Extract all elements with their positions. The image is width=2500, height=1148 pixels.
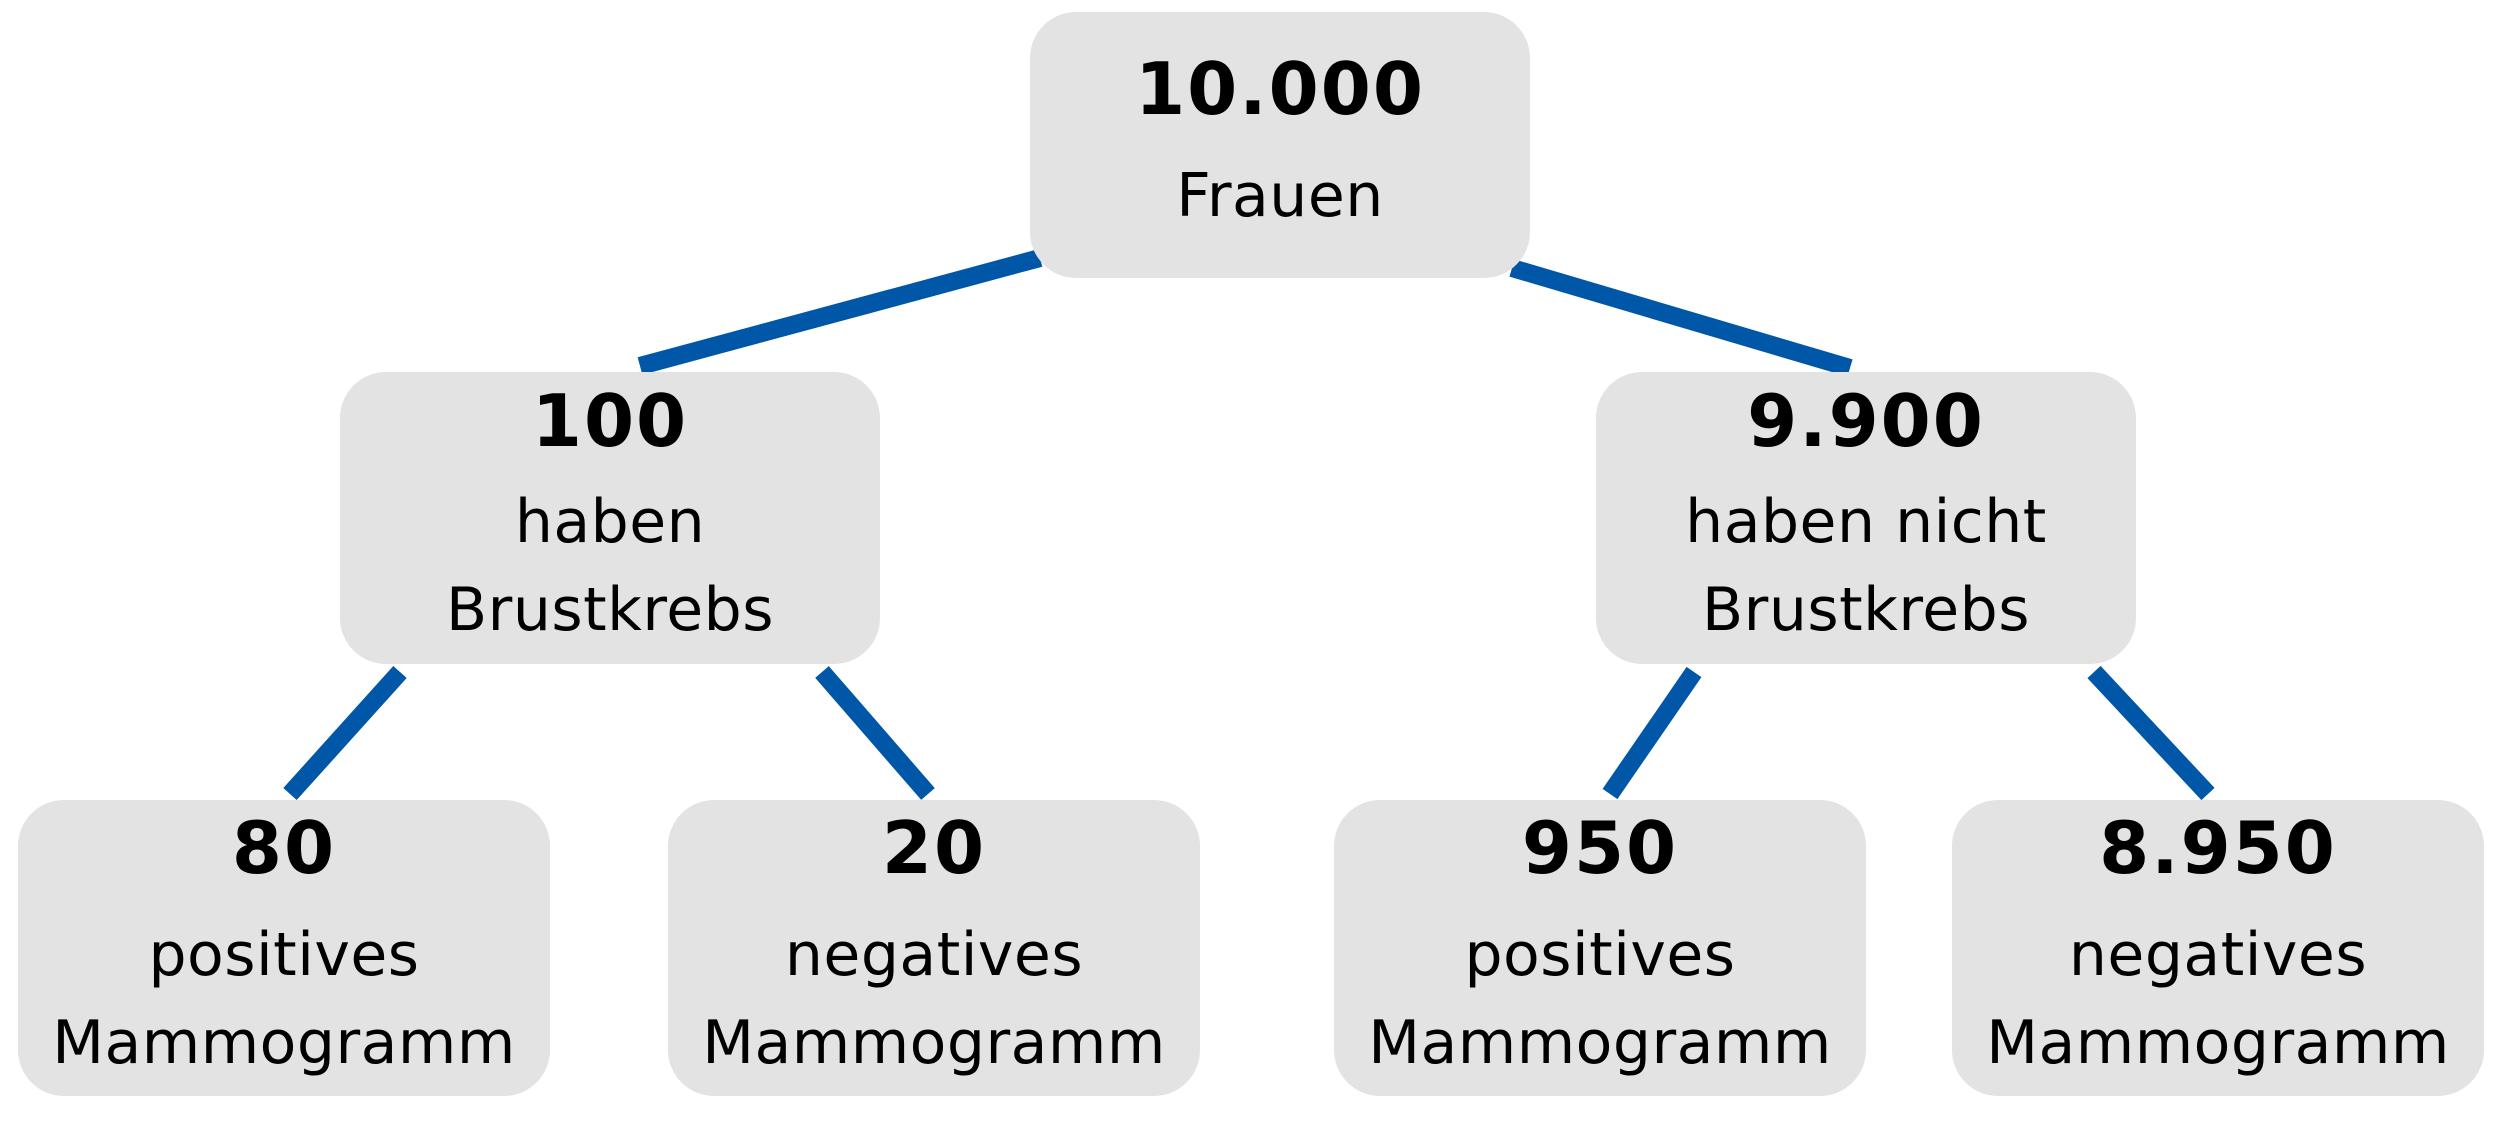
edge-left-ll xyxy=(283,665,407,801)
node-label: positives Mammogramm xyxy=(1368,911,1832,1087)
edge-root-right xyxy=(1509,259,1853,377)
edge-right-rl xyxy=(1602,666,1702,800)
node-count: 80 xyxy=(231,806,337,891)
node-count: 20 xyxy=(881,806,987,891)
node-count: 10.000 xyxy=(1135,47,1425,132)
node-label-line: Brustkrebs xyxy=(1701,574,2030,645)
node-label-line: Frauen xyxy=(1176,160,1384,231)
node-label-line: haben xyxy=(514,486,706,557)
node-left-right: 20 negatives Mammogramm xyxy=(668,800,1200,1096)
node-label: haben Brustkrebs xyxy=(446,478,774,654)
edge-right-rr xyxy=(2087,665,2215,801)
edge-left-lr xyxy=(815,666,935,800)
node-count: 8.950 xyxy=(2099,806,2337,891)
node-count: 100 xyxy=(531,379,689,464)
node-label-line: positives xyxy=(1464,919,1736,990)
edge-root-left xyxy=(637,249,1043,375)
node-right: 9.900 haben nicht Brustkrebs xyxy=(1596,372,2136,664)
node-right-right: 8.950 negatives Mammogramm xyxy=(1952,800,2484,1096)
node-label-line: Mammogramm xyxy=(1986,1007,2450,1078)
node-count: 950 xyxy=(1521,806,1679,891)
node-label-line: positives xyxy=(148,919,420,990)
node-label: positives Mammogramm xyxy=(52,911,516,1087)
node-label-line: Mammogramm xyxy=(1368,1007,1832,1078)
node-label: haben nicht Brustkrebs xyxy=(1685,478,2047,654)
node-left: 100 haben Brustkrebs xyxy=(340,372,880,664)
node-label-line: haben nicht xyxy=(1685,486,2047,557)
node-count: 9.900 xyxy=(1747,379,1985,464)
node-label-line: negatives xyxy=(2068,919,2368,990)
node-label-line: Mammogramm xyxy=(52,1007,516,1078)
node-right-left: 950 positives Mammogramm xyxy=(1334,800,1866,1096)
node-left-left: 80 positives Mammogramm xyxy=(18,800,550,1096)
node-label: negatives Mammogramm xyxy=(702,911,1166,1087)
node-label: Frauen xyxy=(1176,152,1384,240)
node-root: 10.000 Frauen xyxy=(1030,12,1530,278)
node-label: negatives Mammogramm xyxy=(1986,911,2450,1087)
node-label-line: Brustkrebs xyxy=(446,574,774,645)
node-label-line: negatives xyxy=(784,919,1084,990)
node-label-line: Mammogramm xyxy=(702,1007,1166,1078)
